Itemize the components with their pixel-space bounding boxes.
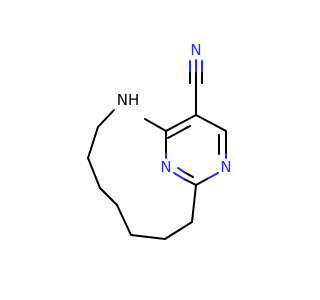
ring-nitrogen-left-label: N — [160, 158, 171, 176]
amine-nh-label: NH — [117, 91, 140, 109]
nitrile-nitrogen-label: N — [190, 41, 201, 59]
ring-nitrogen-right-label: N — [220, 158, 231, 176]
bond-amine-to-ring — [144, 118, 167, 132]
alkyl-chain — [87, 109, 197, 240]
molecule-structure-diagram: N NH N N — [87, 41, 232, 240]
nitrile-triple-bond — [189, 59, 203, 85]
pyrimidine-ring — [165, 114, 227, 186]
